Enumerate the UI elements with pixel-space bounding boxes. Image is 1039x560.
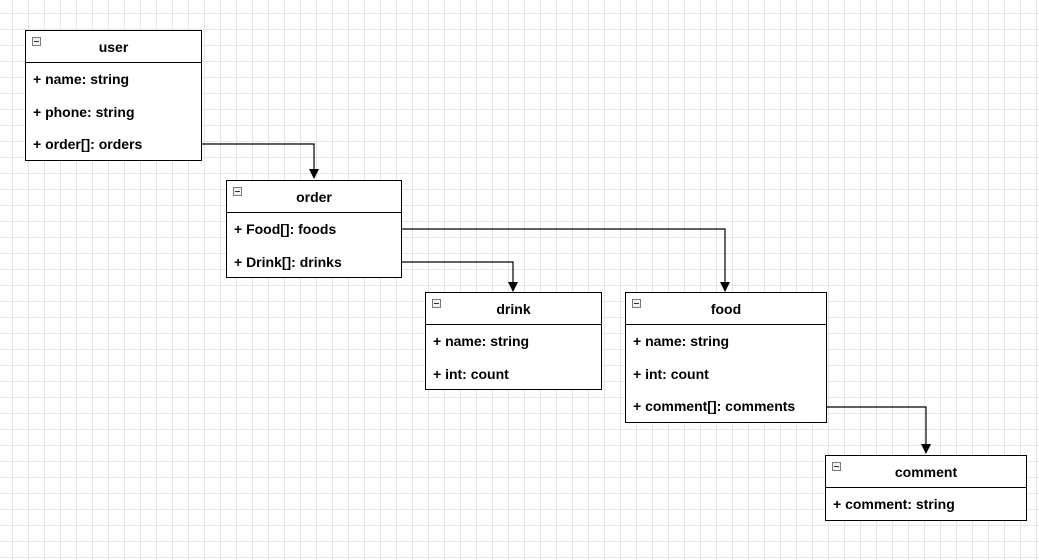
class-attribute[interactable]: + name: string — [33, 71, 130, 87]
class-box-drink[interactable]: drink + name: string + int: count — [425, 292, 602, 390]
connector-order-to-food — [401, 228, 730, 292]
class-header-comment[interactable]: comment — [826, 456, 1026, 488]
class-header-food[interactable]: food — [626, 293, 826, 325]
class-box-order[interactable]: order + Food[]: foods + Drink[]: drinks — [226, 180, 402, 278]
collapse-icon[interactable] — [233, 187, 242, 196]
connector-user-to-order — [201, 143, 319, 179]
class-header-order[interactable]: order — [227, 181, 401, 213]
class-attribute[interactable]: + phone: string — [33, 104, 135, 120]
collapse-icon[interactable] — [32, 37, 41, 46]
class-attribute[interactable]: + int: count — [433, 366, 509, 382]
class-header-user[interactable]: user — [26, 31, 201, 63]
class-header-drink[interactable]: drink — [426, 293, 601, 325]
class-attribute[interactable]: + comment[]: comments — [633, 398, 796, 414]
class-attribute[interactable]: + Drink[]: drinks — [234, 254, 342, 270]
class-title-user: user — [98, 38, 129, 55]
class-attribute[interactable]: + Food[]: foods — [234, 221, 337, 237]
class-box-user[interactable]: user + name: string + phone: string + or… — [25, 30, 202, 161]
collapse-icon[interactable] — [632, 299, 641, 308]
collapse-icon[interactable] — [832, 462, 841, 471]
class-title-comment: comment — [894, 463, 958, 480]
class-title-order: order — [296, 188, 332, 205]
class-attribute[interactable]: + name: string — [433, 333, 530, 349]
class-title-food: food — [710, 300, 742, 317]
class-title-drink: drink — [496, 300, 531, 317]
connector-food-to-comment — [826, 406, 931, 454]
collapse-icon[interactable] — [432, 299, 441, 308]
connector-order-to-drink — [401, 261, 518, 292]
class-box-comment[interactable]: comment + comment: string — [825, 455, 1027, 521]
class-box-food[interactable]: food + name: string + int: count + comme… — [625, 292, 827, 423]
class-attribute[interactable]: + order[]: orders — [33, 136, 143, 152]
class-attribute[interactable]: + int: count — [633, 366, 709, 382]
class-attribute[interactable]: + name: string — [633, 333, 730, 349]
class-attribute[interactable]: + comment: string — [833, 496, 955, 512]
